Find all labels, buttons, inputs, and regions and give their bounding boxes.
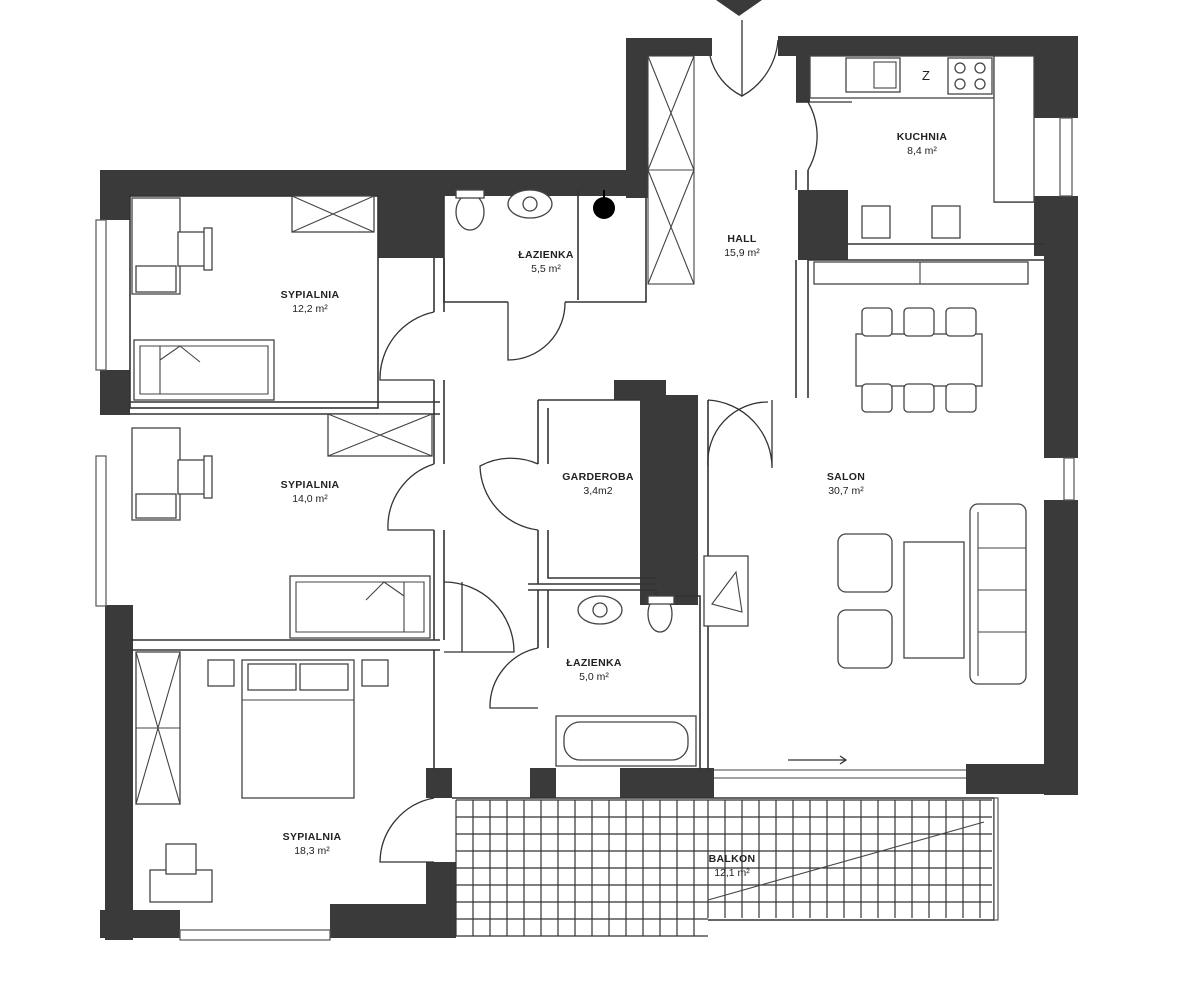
room-name-kitchen: KUCHNIA <box>897 131 948 143</box>
door-entrance <box>741 20 779 98</box>
door-wardrobe <box>479 457 539 531</box>
room-area-bed1: 12,2 m² <box>292 303 328 315</box>
room-labels: KUCHNIA 8,4 m² HALL 15,9 m² ŁAZIENKA 5,5… <box>281 131 948 879</box>
room-area-bed3: 18,3 m² <box>294 845 330 857</box>
room-name-bed1: SYPIALNIA <box>281 289 340 301</box>
coffee-table <box>903 541 965 659</box>
door-bed2 <box>387 463 435 531</box>
chair <box>861 205 891 239</box>
bed <box>133 339 275 401</box>
room-name-wardrobe: GARDEROBA <box>562 471 634 483</box>
room-name-bed3: SYPIALNIA <box>283 831 342 843</box>
furniture: Z <box>131 55 1035 903</box>
room-name-hall: HALL <box>727 233 756 245</box>
toilet <box>455 193 485 231</box>
doors <box>379 20 852 863</box>
room-area-bath1: 5,5 m² <box>531 263 561 275</box>
chair <box>177 459 209 495</box>
chair <box>165 843 197 875</box>
fridge-symbol: Z <box>922 68 930 83</box>
room-area-wardrobe: 3,4m2 <box>583 485 612 497</box>
door-balcony <box>379 797 435 863</box>
north-arrow-icon <box>716 0 762 16</box>
armchair <box>837 609 893 669</box>
door-living <box>707 399 773 469</box>
chair <box>931 205 961 239</box>
stove <box>947 57 993 95</box>
location-marker <box>593 197 615 219</box>
balcony-tiles <box>455 799 992 937</box>
room-area-bath2: 5,0 m² <box>579 671 609 683</box>
room-name-balcony: BALKON <box>709 853 756 865</box>
nightstand <box>207 659 235 687</box>
room-area-bed2: 14,0 m² <box>292 493 328 505</box>
door-bath1 <box>507 301 566 361</box>
nightstand <box>361 659 389 687</box>
room-area-living: 30,7 m² <box>828 485 864 497</box>
windows <box>95 117 1075 941</box>
dining-table <box>855 333 983 387</box>
sideboard <box>813 261 1029 285</box>
room-name-bath2: ŁAZIENKA <box>566 657 622 669</box>
room-area-hall: 15,9 m² <box>724 247 760 259</box>
room-name-living: SALON <box>827 471 865 483</box>
desk <box>149 869 213 903</box>
tv-stand <box>703 555 749 627</box>
room-area-kitchen: 8,4 m² <box>907 145 937 157</box>
door-bed1 <box>379 311 435 381</box>
room-name-bed2: SYPIALNIA <box>281 479 340 491</box>
door-hall-corridor <box>443 581 515 653</box>
room-name-bath1: ŁAZIENKA <box>518 249 574 261</box>
sofa <box>969 503 1027 685</box>
bed <box>289 575 431 639</box>
armchair <box>837 533 893 593</box>
balcony-slope-line <box>707 821 985 901</box>
door-kitchen <box>807 101 852 171</box>
room-area-balcony: 12,1 m² <box>714 867 750 879</box>
sink <box>845 57 901 93</box>
walls <box>100 0 1078 940</box>
door-bath2 <box>489 647 539 709</box>
